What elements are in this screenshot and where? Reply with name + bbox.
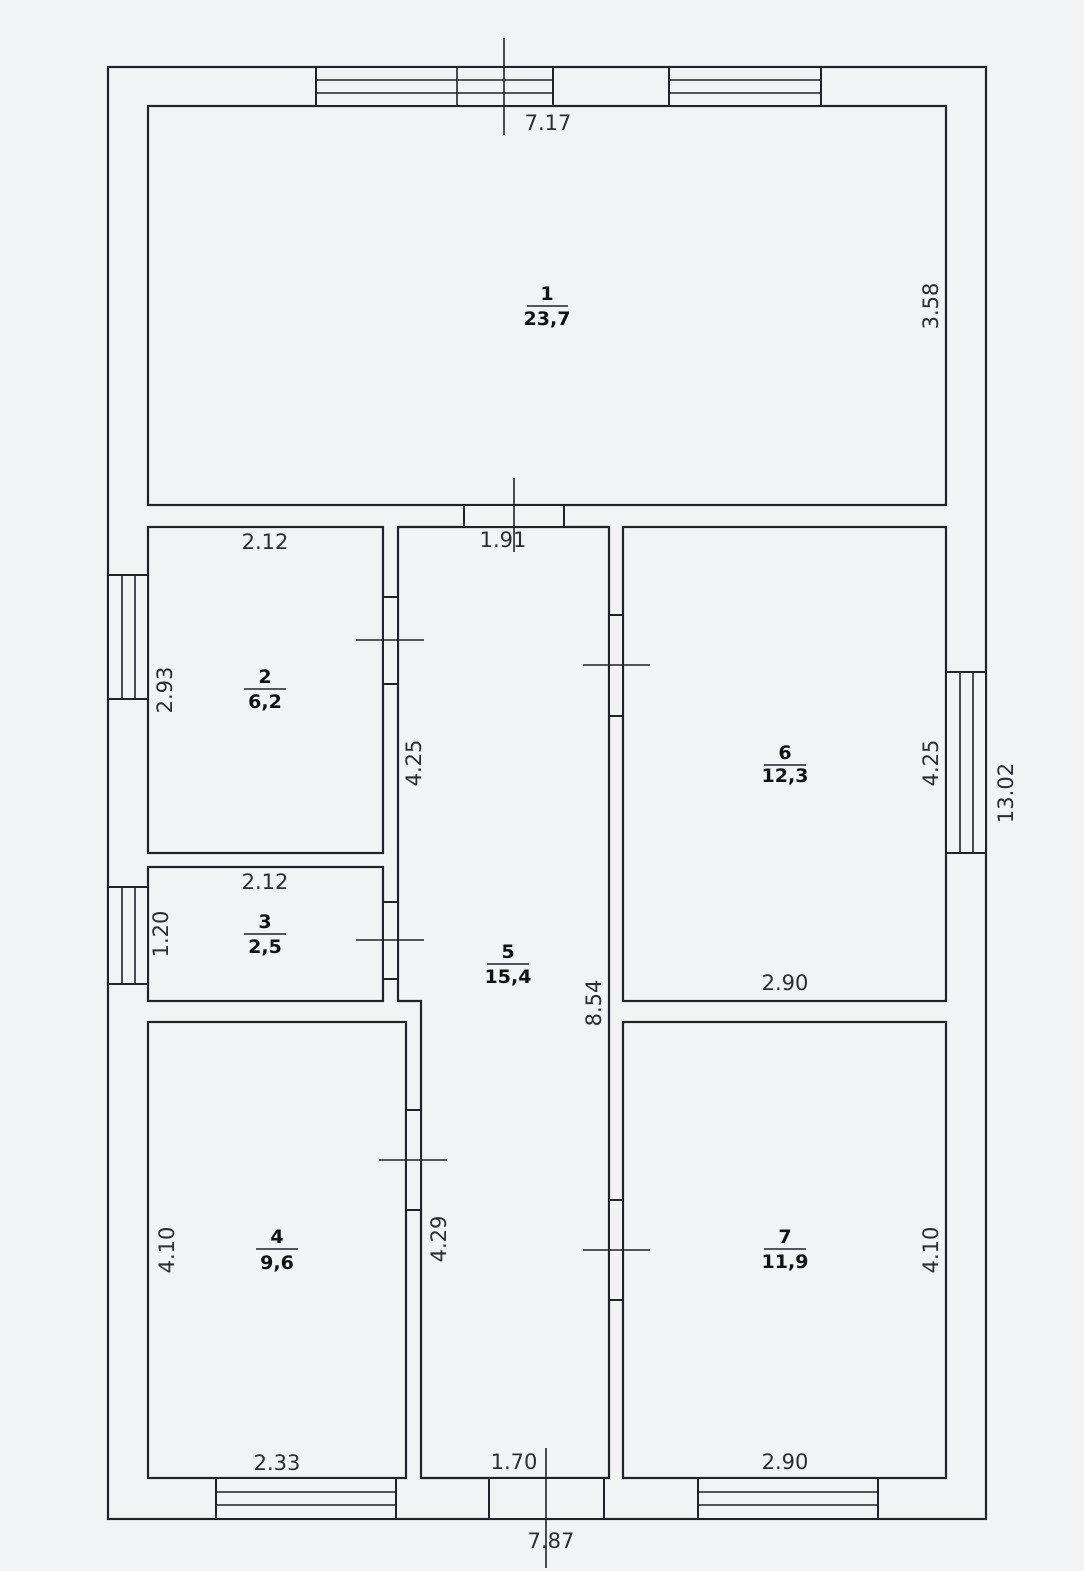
door-room-1: [463, 478, 565, 552]
room-2-area: 6,2: [248, 691, 282, 713]
window-left-room-3: [107, 886, 149, 985]
room-3-number: 3: [258, 911, 271, 933]
room-2-width-label: 2.12: [242, 530, 289, 554]
room-1-area: 23,7: [524, 308, 571, 330]
room-4-width-label: 2.33: [254, 1451, 301, 1475]
entrance-door: [488, 1448, 605, 1568]
door-room-4: [379, 1109, 447, 1211]
room-4-outline: [146, 1020, 408, 1480]
room-6-number: 6: [778, 742, 791, 764]
room-3-width-label: 2.12: [242, 870, 289, 894]
corridor-upper-dim-label: 4.25: [402, 740, 426, 787]
room-5-height-label: 8.54: [582, 980, 606, 1027]
room-6-area: 12,3: [762, 765, 809, 787]
room-2-outline: [146, 525, 385, 855]
room-4-area: 9,6: [260, 1252, 294, 1274]
window-bottom-room-7: [697, 1477, 879, 1520]
room-2-number: 2: [258, 666, 271, 688]
room-6-width-label: 2.90: [762, 971, 809, 995]
room-2-height-label: 2.93: [153, 667, 177, 714]
window-left-room-2: [107, 574, 149, 700]
stair-width-label: 1.91: [480, 528, 527, 552]
room-1-height-label: 3.58: [919, 283, 943, 330]
room-3-area: 2,5: [248, 936, 282, 958]
door-room-7: [583, 1199, 650, 1301]
room-5-outline: [396, 525, 611, 1480]
room-5-number: 5: [501, 941, 514, 963]
room-1-number: 1: [540, 283, 553, 305]
room-7-height-label: 4.10: [919, 1227, 943, 1274]
room-4-number: 4: [270, 1226, 283, 1248]
window-bottom-room-4: [215, 1477, 397, 1520]
room-6-outline: [621, 525, 948, 1003]
door-room-3: [356, 901, 424, 980]
corridor-lower-dim-label: 4.29: [427, 1216, 451, 1263]
room-5-width-label: 1.70: [491, 1450, 538, 1474]
window-top-right: [668, 66, 822, 107]
window-right-room-6: [945, 671, 987, 854]
overall-width-top-label: 7.17: [525, 111, 572, 135]
room-7-outline: [621, 1020, 948, 1480]
room-7-width-label: 2.90: [762, 1450, 809, 1474]
room-7-area: 11,9: [762, 1251, 809, 1273]
window-top-left: [315, 66, 554, 107]
door-room-6: [583, 614, 650, 717]
room-7-number: 7: [778, 1226, 791, 1248]
room-5-area: 15,4: [485, 966, 532, 988]
overall-width-bottom-label: 7.87: [528, 1529, 575, 1553]
overall-height-label: 13.02: [994, 763, 1018, 823]
room-3-height-label: 1.20: [149, 911, 173, 958]
room-4-height-label: 4.10: [155, 1227, 179, 1274]
room-6-height-label: 4.25: [919, 740, 943, 787]
door-room-2: [356, 596, 424, 685]
